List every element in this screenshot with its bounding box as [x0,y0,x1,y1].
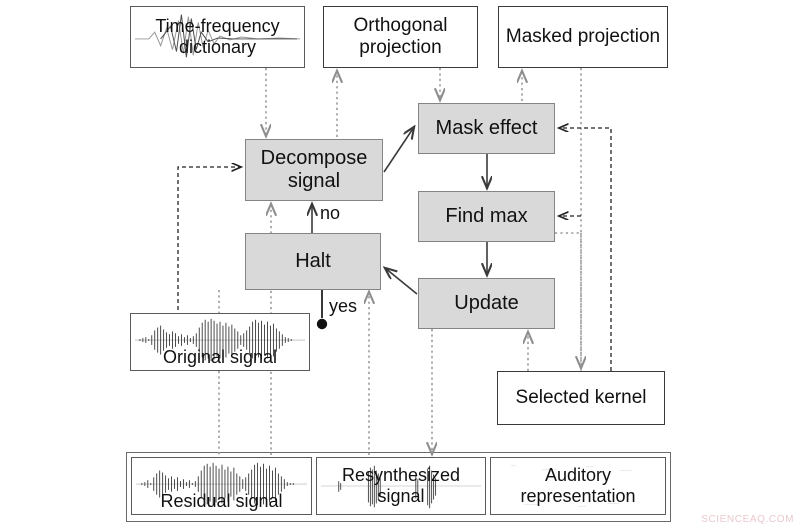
node-label: Mask effect [435,117,538,139]
speech-waveform-icon [135,462,308,506]
node-label: Find max [445,205,528,227]
yes-terminator-dot [316,318,328,330]
edge-label-text: yes [329,296,358,316]
node-mask-effect[interactable]: Mask effect [418,103,555,154]
node-label: Residual signal [160,491,283,512]
node-label: Auditory representation [520,465,636,506]
edge-decompose-to-mask-effect-solid [383,127,414,173]
edge-selected-kernel-to-mask-effect [559,128,612,371]
node-time-frequency-dictionary[interactable]: Time-frequency dictionary [130,6,305,68]
node-auditory-representation[interactable]: Auditory representation [490,457,666,515]
node-find-max[interactable]: Find max [418,191,555,242]
watermark: SCIENCEAQ.COM [701,514,794,525]
edge-label-no: no [320,203,340,224]
node-label: Selected kernel [515,387,647,409]
node-update[interactable]: Update [418,278,555,329]
node-halt[interactable]: Halt [245,233,381,290]
node-label: Resynthesized signal [341,465,461,506]
node-resynthesized-signal[interactable]: Resynthesized signal [316,457,486,515]
node-masked-projection[interactable]: Masked projection [498,6,668,68]
sparse-waveform-icon [320,465,482,509]
edge-label-yes: yes [329,296,357,317]
node-label: Update [454,292,519,314]
node-orthogonal-projection[interactable]: Orthogonal projection [323,6,478,68]
node-label: Time-frequency dictionary [155,16,280,57]
node-residual-signal[interactable]: Residual signal [131,457,312,515]
node-label: Decompose signal [260,147,368,192]
node-label: Original signal [162,347,278,368]
edge-label-text: no [320,203,341,223]
node-label: Masked projection [505,26,661,48]
faint-spectrogram-icon [510,465,632,507]
node-label: Halt [295,250,331,272]
node-label: Orthogonal projection [353,15,448,58]
edge-update-to-halt [385,268,418,295]
node-original-signal[interactable]: Original signal [130,313,310,371]
node-decompose-signal[interactable]: Decompose signal [245,139,383,201]
node-selected-kernel[interactable]: Selected kernel [497,371,665,425]
wavelet-waveform-icon [134,14,301,58]
